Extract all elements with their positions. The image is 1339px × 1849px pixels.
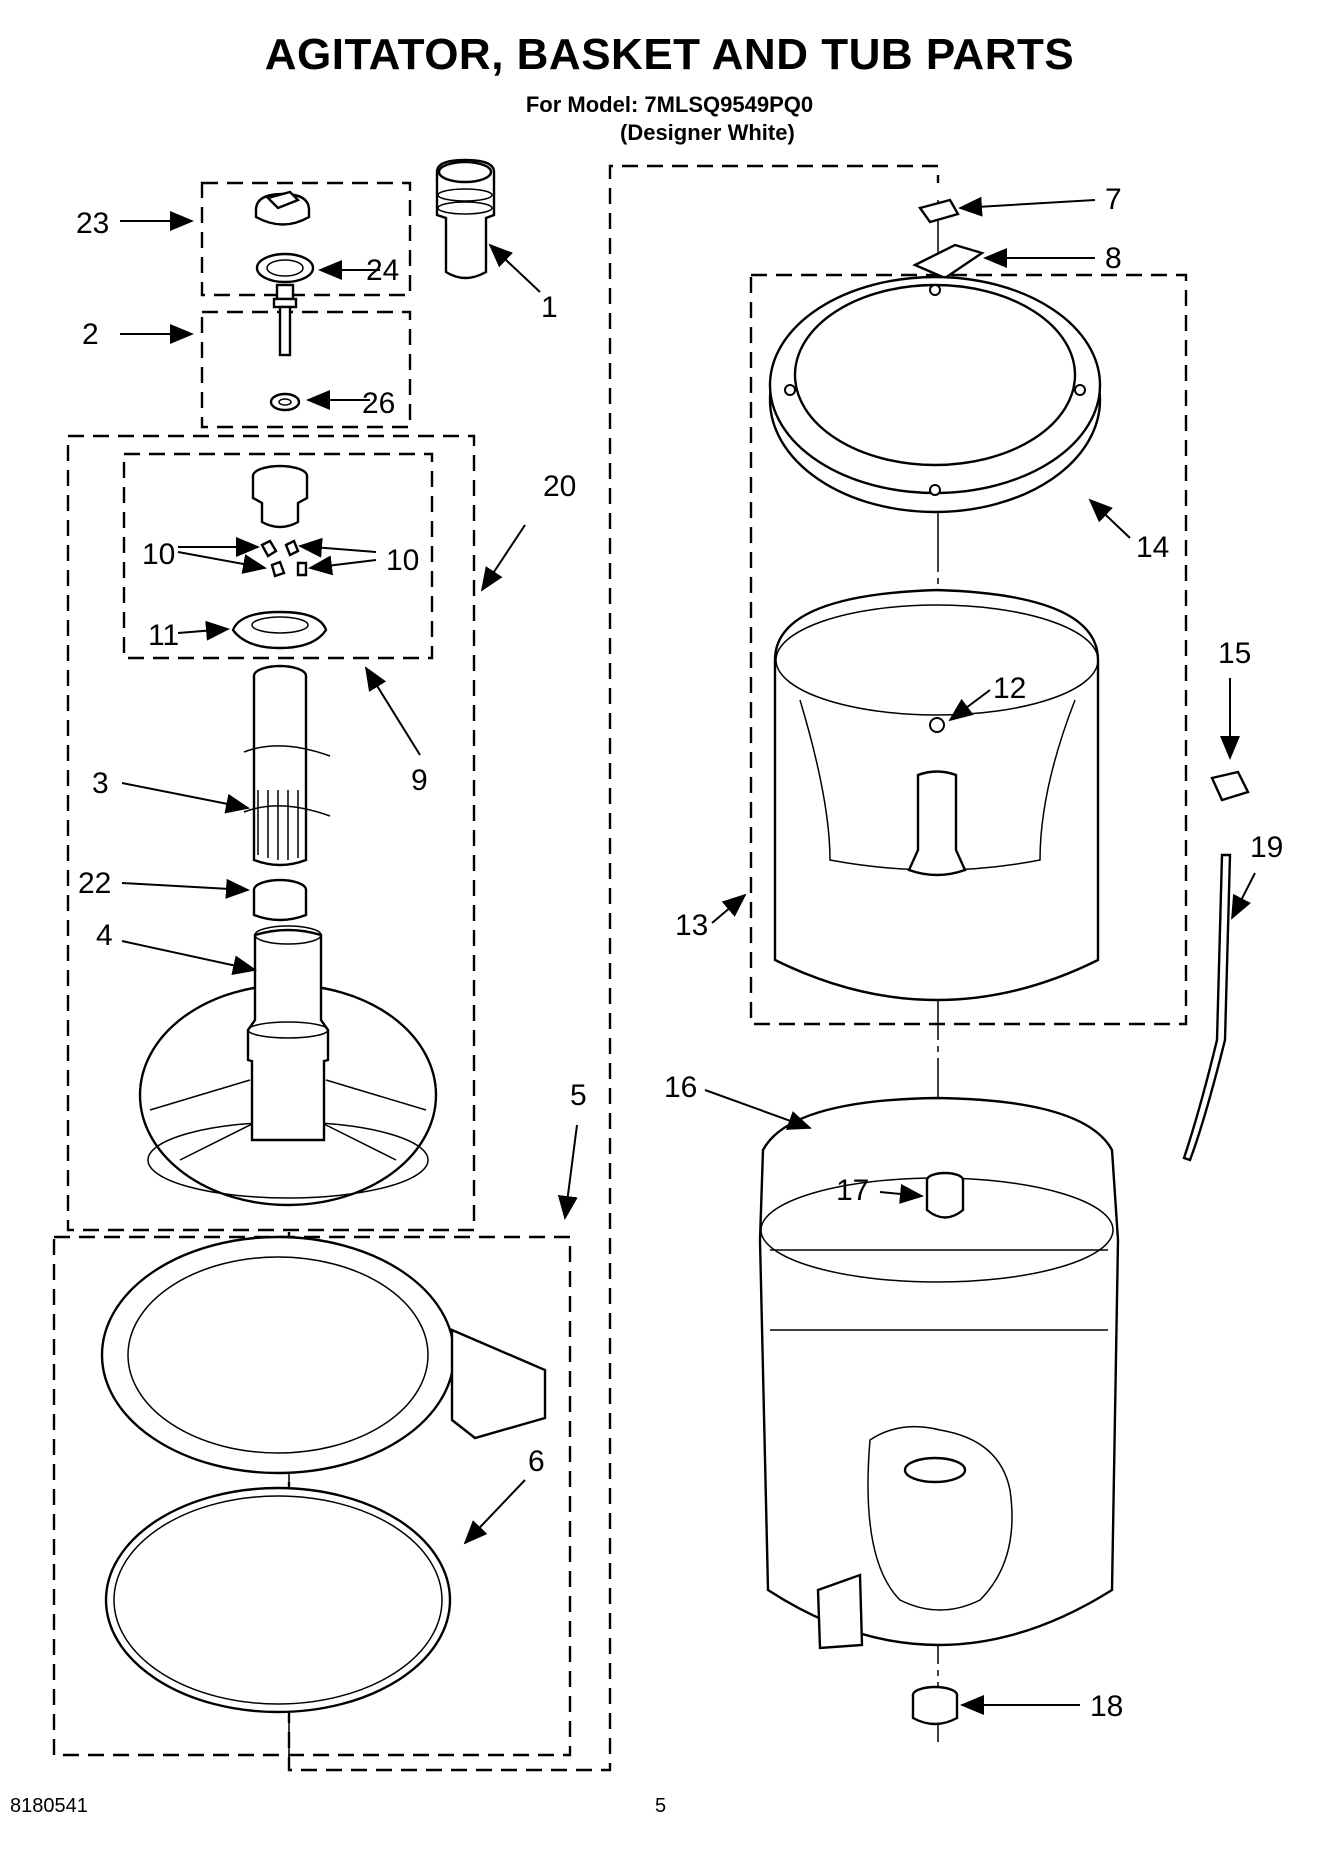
callout-13: 13: [675, 909, 708, 942]
clip-part-7: [918, 198, 960, 224]
callout-23: 23: [76, 207, 109, 240]
callout-19: 19: [1250, 831, 1283, 864]
agitator-dog-parts-10: [260, 539, 308, 578]
tub-ring-part-14: [768, 275, 1102, 514]
callout-10-right: 10: [386, 544, 419, 577]
bolt-part-2: [272, 283, 298, 357]
callout-1: 1: [541, 291, 558, 324]
group-box-2: [200, 310, 412, 429]
balance-ring-part-6: [100, 1235, 547, 1714]
page-title: AGITATOR, BASKET AND TUB PARTS: [264, 30, 1075, 79]
agitator-barrel-part-3: [243, 664, 331, 867]
hose-part-19: [1182, 853, 1232, 1162]
clip-part-15: [1210, 770, 1250, 802]
agitator-cap-part: [435, 158, 496, 280]
callout-18: 18: [1090, 1690, 1123, 1723]
washer-part-26: [269, 392, 301, 412]
callout-11: 11: [148, 619, 179, 652]
outer-tub-part-16: [758, 1096, 1120, 1650]
seal-part-17: [925, 1171, 965, 1219]
callout-2: 2: [82, 318, 99, 351]
callout-14: 14: [1136, 531, 1169, 564]
spin-basket-part-13: [773, 588, 1100, 1002]
callout-3: 3: [92, 767, 109, 800]
variant-line: (Designer White): [620, 120, 795, 145]
document-number: 8180541: [10, 1795, 88, 1817]
grommet-part-18: [911, 1685, 959, 1726]
callout-20: 20: [543, 470, 576, 503]
agitator-base-part-4: [138, 925, 438, 1207]
group-box-9: [122, 452, 434, 660]
cam-ring-part-11: [231, 610, 328, 650]
callout-26: 26: [362, 387, 395, 420]
group-box-5: [52, 1235, 572, 1757]
bearing-part-22: [252, 878, 308, 922]
group-box-23: [200, 181, 412, 297]
callout-8: 8: [1105, 242, 1122, 275]
page-number: 5: [655, 1795, 667, 1817]
callout-12: 12: [993, 672, 1026, 705]
group-box-14: [749, 273, 1188, 1026]
model-line: For Model: 7MLSQ9549PQ0: [525, 92, 814, 117]
callout-10-left: 10: [142, 538, 175, 571]
callout-15: 15: [1218, 637, 1251, 670]
callout-6: 6: [528, 1445, 545, 1478]
callout-4: 4: [96, 919, 113, 952]
callout-7: 7: [1105, 183, 1122, 216]
plate-part-8: [912, 243, 985, 280]
agitator-cam-part: [251, 464, 309, 529]
callout-17: 17: [836, 1174, 869, 1207]
seal-ring-part-24: [255, 252, 315, 284]
assembly-connector-line: [287, 164, 940, 1772]
callout-16: 16: [664, 1071, 697, 1104]
group-box-20: [66, 434, 476, 1232]
callout-24: 24: [366, 254, 399, 287]
cap-part-23: [254, 190, 311, 226]
callout-5: 5: [570, 1079, 587, 1112]
callout-22: 22: [78, 867, 111, 900]
callout-9: 9: [411, 764, 428, 797]
